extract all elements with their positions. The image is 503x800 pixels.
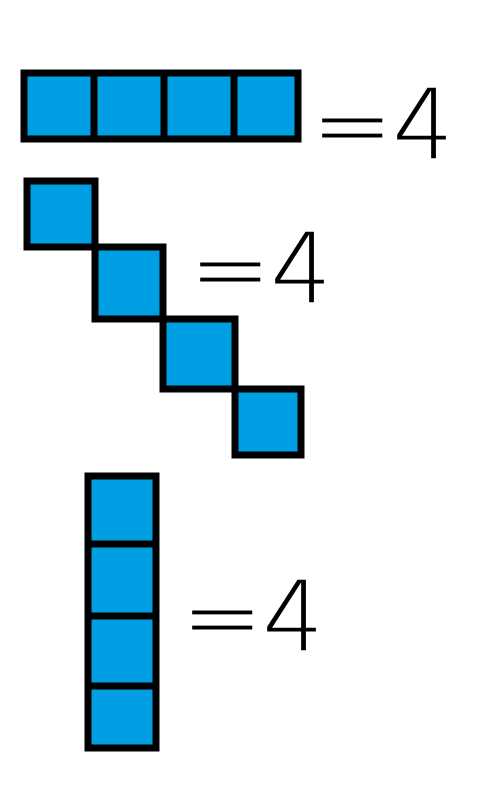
square bbox=[160, 69, 238, 143]
equation-label: =4 bbox=[312, 69, 454, 181]
vertical-arrangement: =4 bbox=[84, 472, 324, 752]
equation-label: =4 bbox=[182, 561, 324, 673]
square bbox=[90, 69, 168, 143]
square bbox=[230, 69, 302, 143]
square bbox=[84, 540, 160, 620]
square bbox=[84, 682, 160, 752]
square bbox=[20, 69, 98, 143]
square bbox=[23, 177, 99, 251]
square bbox=[84, 612, 160, 690]
diagonal-squares bbox=[23, 177, 305, 459]
equation-label: =4 bbox=[190, 213, 332, 325]
horizontal-squares bbox=[20, 69, 302, 143]
square bbox=[159, 315, 239, 393]
vertical-squares bbox=[84, 472, 160, 752]
square bbox=[91, 243, 167, 323]
horizontal-arrangement: =4 bbox=[20, 69, 454, 181]
square bbox=[84, 472, 160, 548]
square bbox=[231, 385, 305, 459]
diagonal-arrangement: =4 bbox=[23, 177, 332, 459]
